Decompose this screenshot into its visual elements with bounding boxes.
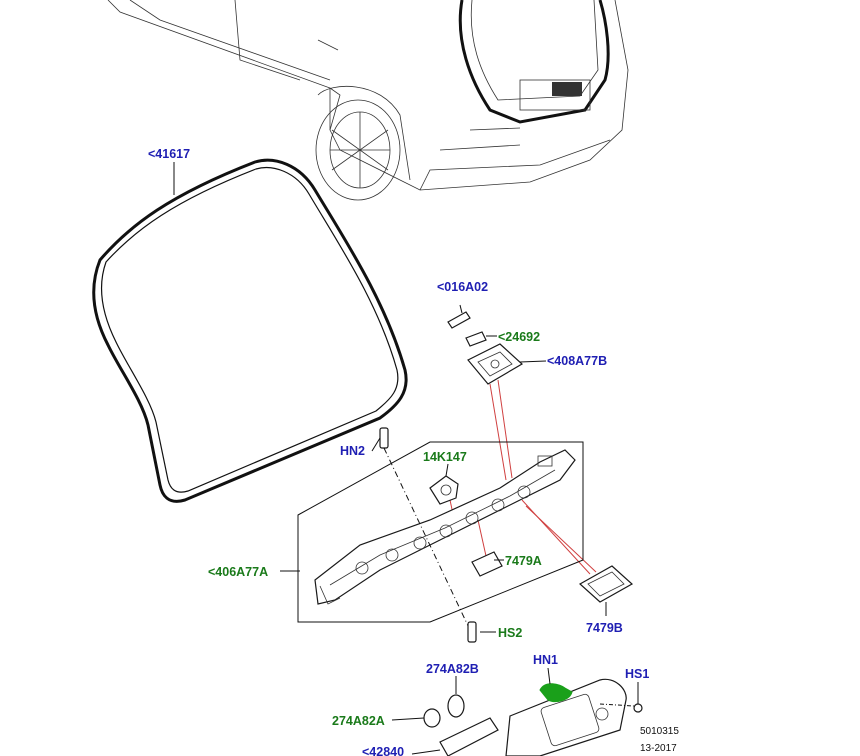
callout-hs1[interactable]: HS1	[625, 667, 649, 681]
callout-24692[interactable]: <24692	[498, 330, 540, 344]
screw-hs2	[467, 621, 496, 643]
callout-016a02[interactable]: <016A02	[437, 280, 488, 294]
callout-406a77a[interactable]: <406A77A	[208, 565, 268, 579]
connector-part	[465, 331, 487, 347]
alignment-guide-lines	[449, 379, 597, 575]
screw-hs1	[633, 682, 643, 713]
callout-42840[interactable]: <42840	[362, 745, 404, 756]
callout-14k147[interactable]: 14K147	[423, 450, 467, 464]
grommet-274a82b	[447, 676, 465, 718]
clip-part	[447, 304, 471, 329]
callout-leader-lines	[173, 162, 547, 755]
callout-hn2[interactable]: HN2	[340, 444, 365, 458]
callout-41617[interactable]: <41617	[148, 147, 190, 161]
handle-finisher-part	[505, 667, 635, 756]
grommet-274a82a	[423, 708, 441, 728]
camera-part	[429, 463, 459, 505]
callout-7479b[interactable]: 7479B	[586, 621, 623, 635]
callout-408a77b[interactable]: <408A77B	[547, 354, 607, 368]
callout-274a82b[interactable]: 274A82B	[426, 662, 479, 676]
lamp-holder-part	[471, 551, 503, 577]
reference-code: 5010315	[640, 726, 679, 737]
strip-42840	[439, 717, 499, 756]
reference-date: 13-2017	[640, 743, 677, 754]
licence-lamp-part	[578, 565, 634, 616]
tailgate-weatherstrip-seal	[92, 158, 408, 503]
callout-7479a[interactable]: 7479A	[505, 554, 542, 568]
vehicle-illustration	[107, 0, 629, 201]
control-unit-part	[467, 343, 524, 385]
callout-hn1[interactable]: HN1	[533, 653, 558, 667]
callout-hs2[interactable]: HS2	[498, 626, 522, 640]
callout-274a82a[interactable]: 274A82A	[332, 714, 385, 728]
tailgate-finisher-panel	[314, 449, 576, 605]
assembly-boundary	[297, 441, 584, 623]
